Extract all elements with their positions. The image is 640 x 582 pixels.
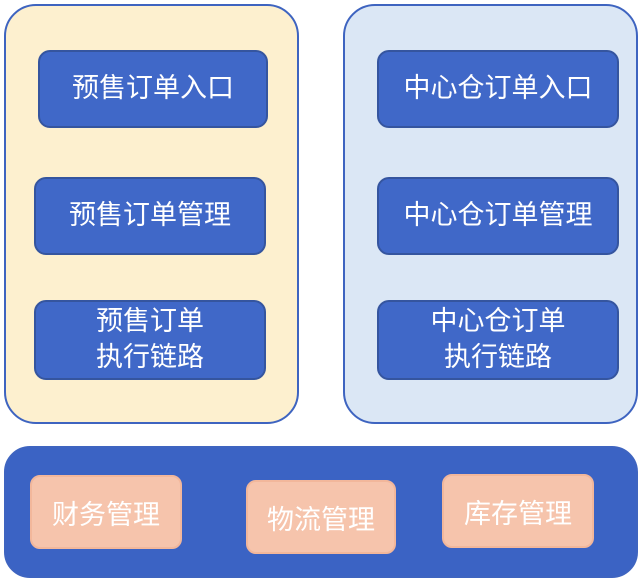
central-order-management-box: 中心仓订单管理 bbox=[377, 177, 619, 255]
central-order-entry-box: 中心仓订单入口 bbox=[377, 50, 619, 128]
logistics-management-label: 物流管理 bbox=[267, 504, 375, 536]
inventory-management-label: 库存管理 bbox=[464, 498, 572, 530]
central-order-execution-line2: 执行链路 bbox=[444, 342, 552, 373]
central-order-execution-line1: 中心仓订单 bbox=[430, 306, 566, 337]
presale-order-management-box: 预售订单管理 bbox=[34, 177, 266, 255]
central-order-management-label: 中心仓订单管理 bbox=[403, 200, 593, 231]
presale-order-management-label: 预售订单管理 bbox=[69, 200, 231, 231]
central-order-entry-label: 中心仓订单入口 bbox=[403, 73, 593, 104]
presale-order-entry-label: 预售订单入口 bbox=[72, 73, 234, 104]
presale-order-execution-line1: 预售订单 bbox=[96, 306, 204, 337]
central-order-execution-box: 中心仓订单 执行链路 bbox=[377, 300, 619, 380]
inventory-management-box: 库存管理 bbox=[442, 474, 594, 548]
presale-order-execution-box: 预售订单 执行链路 bbox=[34, 300, 266, 380]
finance-management-label: 财务管理 bbox=[52, 499, 160, 531]
presale-order-execution-line2: 执行链路 bbox=[96, 342, 204, 373]
finance-management-box: 财务管理 bbox=[30, 475, 182, 549]
presale-order-entry-box: 预售订单入口 bbox=[38, 50, 268, 128]
logistics-management-box: 物流管理 bbox=[246, 480, 396, 554]
